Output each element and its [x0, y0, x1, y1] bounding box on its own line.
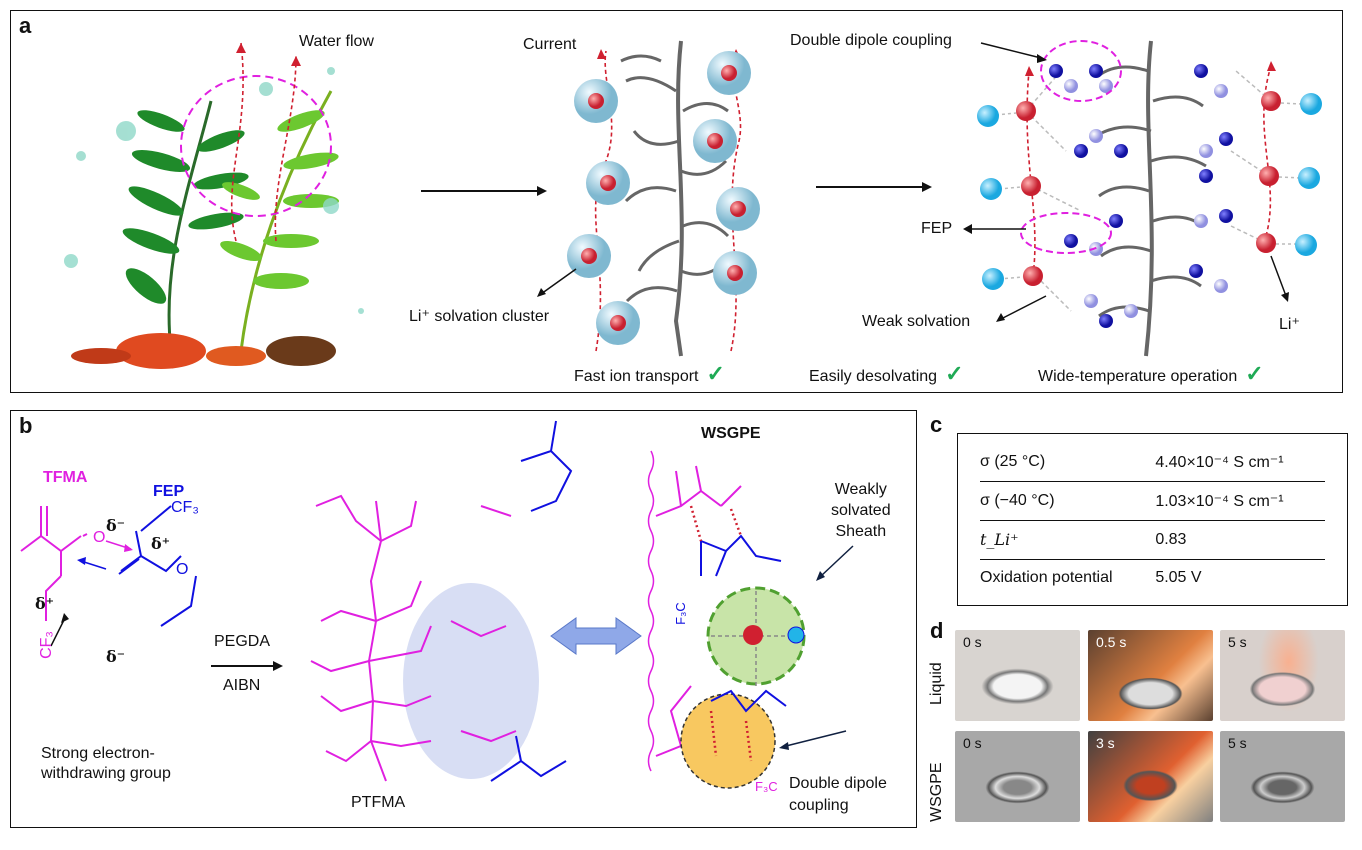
li-plus-label: Li⁺: [1279, 316, 1300, 333]
strong-ewg-line: withdrawing group: [41, 765, 171, 782]
panel-a: a Water flow Current Li⁺ solvation clust…: [10, 10, 1343, 393]
ptfma-label: PTFMA: [351, 794, 406, 811]
table-row: σ (−40 °C) 1.03×10⁻⁴ S cm⁻¹: [980, 481, 1325, 520]
property-label: σ (−40 °C): [980, 491, 1055, 509]
dipole-line: Double dipole: [789, 775, 887, 792]
easily-desolvating-text: Easily desolvating: [809, 368, 938, 385]
sheath-line: solvated: [831, 502, 891, 519]
property-value: 4.40×10⁻⁴ S cm⁻¹: [1155, 454, 1284, 472]
property-value: 0.83: [1155, 530, 1187, 548]
fep-label: FEP: [921, 220, 953, 237]
check-icon: ✓: [1245, 361, 1264, 386]
photo-liquid-0.5s: 0.5 s: [1088, 630, 1213, 721]
photo-liquid-5s: 5 s: [1220, 630, 1345, 721]
panel-c: σ (25 °C) 4.40×10⁻⁴ S cm⁻¹ σ (−40 °C) 1.03…: [957, 433, 1348, 606]
time-label: 0.5 s: [1096, 634, 1127, 650]
row-label-wsgpe: WSGPE: [928, 762, 945, 822]
wide-temperature-label: Wide-temperature operation ✓: [1038, 361, 1264, 387]
fast-ion-transport-label: Fast ion transport ✓: [574, 361, 725, 387]
double-dipole-label: Double dipole coupling: [789, 773, 887, 817]
property-value: 1.03×10⁻⁴ S cm⁻¹: [1155, 492, 1284, 510]
check-icon: ✓: [706, 361, 725, 386]
property-value: 5.05 V: [1155, 569, 1202, 587]
current-label: Current: [523, 36, 577, 53]
weak-solvation-label: Weak solvation: [862, 313, 971, 330]
wide-temp-text: Wide-temperature operation: [1038, 368, 1238, 385]
time-label: 3 s: [1096, 735, 1115, 751]
property-label: t_Li⁺: [980, 530, 1019, 549]
delta-plus-label: δ⁺: [151, 534, 171, 553]
f3c-label: F₃C: [755, 779, 778, 794]
property-label: σ (25 °C): [980, 453, 1046, 471]
table-row: σ (25 °C) 4.40×10⁻⁴ S cm⁻¹: [980, 444, 1325, 481]
photo-wsgpe-3s: 3 s: [1088, 731, 1213, 822]
panel-b-letter: b: [19, 413, 33, 438]
arrow-right-icon: [421, 186, 547, 196]
cf3-label: CF₃: [171, 499, 199, 516]
sheath-line: Sheath: [835, 523, 887, 540]
strong-ewg-label: Strong electron-withdrawing group: [41, 744, 171, 784]
oxygen-label: O: [176, 561, 189, 578]
fep-label: FEP: [153, 483, 185, 500]
delta-minus-label: δ⁻: [106, 647, 126, 666]
delta-minus-label: δ⁻: [106, 516, 126, 535]
seaweed-illustration: [64, 42, 364, 369]
check-icon: ✓: [945, 361, 964, 386]
panel-a-letter: a: [19, 13, 32, 38]
oxygen-label: O: [93, 529, 106, 546]
water-flow-label: Water flow: [299, 33, 374, 50]
delta-plus-label: δ⁺: [35, 594, 55, 613]
strong-ewg-line: Strong electron-: [41, 745, 155, 762]
dipole-line: coupling: [789, 797, 849, 814]
time-label: 0 s: [963, 735, 982, 751]
row-label-liquid: Liquid: [928, 662, 945, 705]
photo-liquid-0s: 0 s: [955, 630, 1080, 721]
photo-wsgpe-5s: 5 s: [1220, 731, 1345, 822]
time-label: 5 s: [1228, 735, 1247, 751]
cf3-label: CF₃: [37, 631, 55, 659]
properties-table: σ (25 °C) 4.40×10⁻⁴ S cm⁻¹ σ (−40 °C) 1.03…: [980, 444, 1325, 597]
time-label: 5 s: [1228, 634, 1247, 650]
arrow-right-icon: [211, 661, 283, 671]
table-row: t_Li⁺ 0.83: [980, 520, 1325, 559]
aibn-label: AIBN: [223, 677, 261, 694]
property-label: Oxidation potential: [980, 569, 1113, 587]
weak-solvation-structure: [963, 40, 1322, 357]
panel-b: b TFMA FEP CF₃ δ⁻ δ⁺ δ⁺ δ⁻ O O CF₃ Stron…: [10, 410, 917, 828]
polymer-chain-solvation: [537, 40, 760, 357]
solvation-cluster-label: Li⁺ solvation cluster: [409, 308, 550, 325]
double-dipole-label: Double dipole coupling: [790, 32, 952, 49]
table-row: Oxidation potential 5.05 V: [980, 559, 1325, 597]
tfma-label: TFMA: [43, 469, 88, 486]
arrow-right-icon: [816, 182, 932, 192]
panel-d-letter: d: [930, 618, 944, 643]
double-arrow-icon: [550, 617, 642, 655]
fast-ion-text: Fast ion transport: [574, 368, 699, 385]
f3c-label: F₃C: [672, 602, 688, 625]
panel-c-letter: c: [930, 412, 943, 437]
photo-wsgpe-0s: 0 s: [955, 731, 1080, 822]
panel-b-structures: [20, 420, 854, 789]
pegda-label: PEGDA: [214, 633, 271, 650]
sheath-line: Weakly: [834, 481, 887, 498]
panel-a-illustration: [64, 40, 1322, 369]
wsgpe-label: WSGPE: [701, 425, 761, 442]
time-label: 0 s: [963, 634, 982, 650]
easily-desolvating-label: Easily desolvating ✓: [809, 361, 964, 387]
